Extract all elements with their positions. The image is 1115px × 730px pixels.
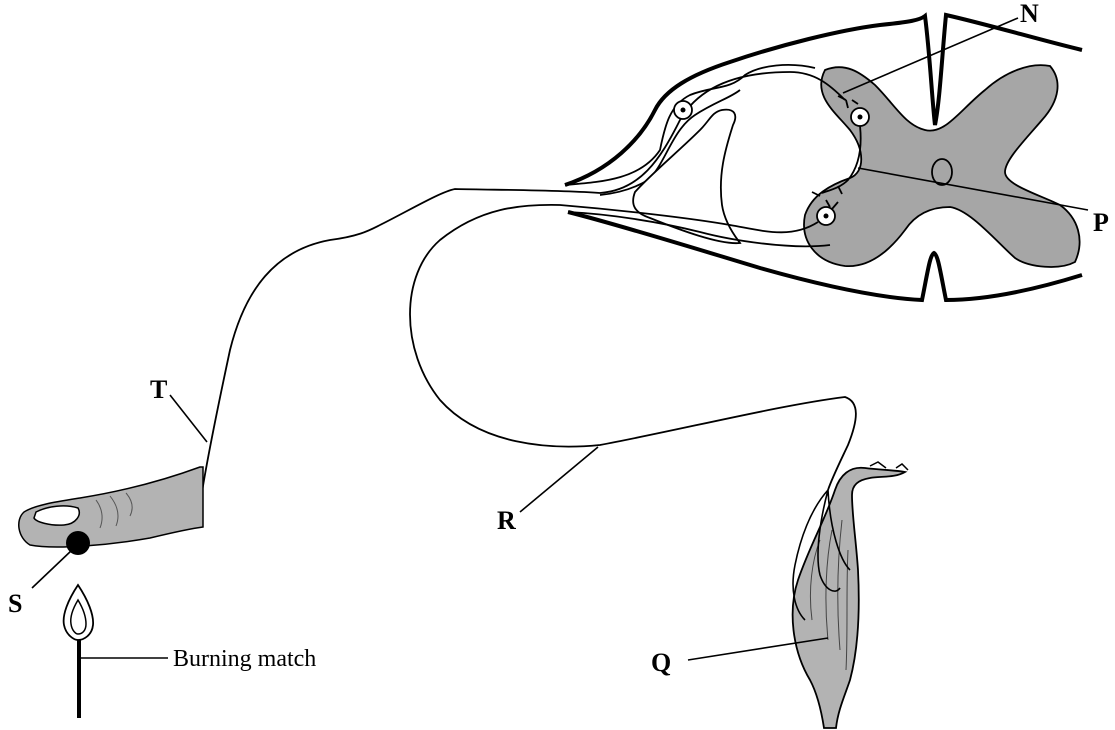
muscle-body xyxy=(793,468,905,728)
muscle xyxy=(793,462,908,728)
leader-r xyxy=(520,447,598,512)
label-r: R xyxy=(497,506,516,535)
finger xyxy=(19,467,203,555)
label-leaders xyxy=(32,18,1088,660)
finger-outline xyxy=(19,467,203,547)
central-canal xyxy=(932,159,952,185)
leader-s xyxy=(32,550,72,588)
motor-neurone-fibre xyxy=(410,205,856,490)
label-q: Q xyxy=(651,648,671,677)
relay-cell-nucleus xyxy=(858,115,863,120)
label-s: S xyxy=(8,589,22,618)
label-n: N xyxy=(1020,0,1039,28)
spinal-cord xyxy=(565,15,1082,300)
label-burning-match: Burning match xyxy=(173,646,316,672)
labels: N P T R S Q Burning match xyxy=(8,0,1109,677)
leader-t xyxy=(170,395,207,442)
motor-cell-nucleus xyxy=(824,214,829,219)
label-t: T xyxy=(150,375,167,404)
burning-match xyxy=(64,585,93,718)
label-p: P xyxy=(1093,208,1109,237)
sensory-cell-nucleus xyxy=(681,108,686,113)
